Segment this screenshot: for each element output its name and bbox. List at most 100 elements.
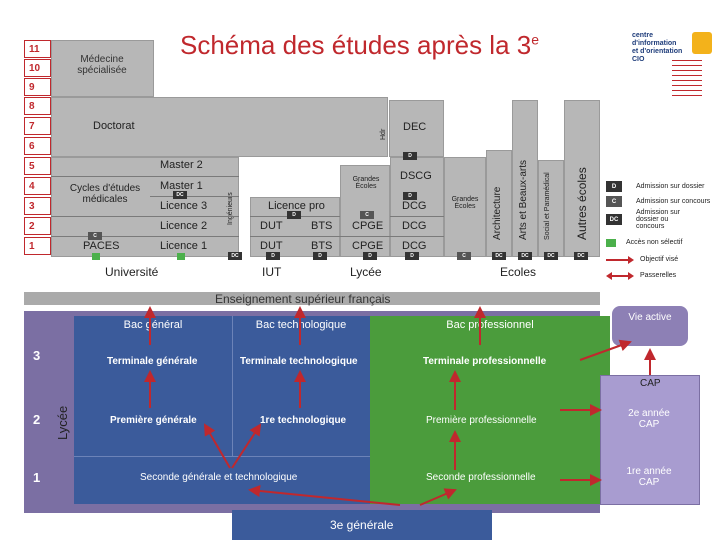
premiere-pro: Première professionnelle bbox=[426, 415, 537, 426]
dut2-label: DUT bbox=[260, 220, 283, 232]
arrow-passage bbox=[248, 485, 401, 506]
troisieme-label: 3e générale bbox=[330, 518, 394, 532]
level-2: 2 bbox=[24, 217, 51, 235]
tag-d: D bbox=[313, 252, 327, 260]
dcg1-label: DCG bbox=[402, 240, 427, 252]
level-1: 1 bbox=[24, 237, 51, 255]
tag-dc: DC bbox=[228, 252, 242, 260]
bts2-label: BTS bbox=[311, 220, 333, 232]
grandes-ecoles-2-block bbox=[444, 157, 486, 257]
bac-general-label: Bac général bbox=[123, 319, 183, 331]
dec-label: DEC bbox=[403, 121, 427, 133]
paces-label: PACES bbox=[83, 240, 120, 252]
access-marker bbox=[92, 253, 100, 260]
arrow-passage bbox=[231, 423, 262, 469]
level-4: 4 bbox=[24, 177, 51, 195]
level-5: 5 bbox=[24, 157, 51, 175]
licence3-label: Licence 3 bbox=[160, 200, 208, 212]
level-2-bottom: 2 bbox=[33, 412, 41, 427]
terminale-techno: Terminale technologique bbox=[240, 356, 358, 367]
master1-label: Master 1 bbox=[160, 180, 203, 192]
bac-pro-label: Bac professionnel bbox=[446, 319, 534, 331]
licence1-label: Licence 1 bbox=[160, 240, 208, 252]
tag-d: D bbox=[266, 252, 280, 260]
legend-item: Objectif visé bbox=[606, 254, 678, 265]
logo-text: centre d'information et d'orientation CI… bbox=[632, 32, 683, 63]
page-title: Schéma des études après la 3e bbox=[180, 30, 540, 60]
level-1-bottom: 1 bbox=[33, 470, 41, 485]
deuxieme-cap: 2e année CAP bbox=[628, 408, 670, 430]
social-block bbox=[538, 160, 564, 257]
legend-item: Passerelles bbox=[606, 270, 676, 281]
tag-c: C bbox=[457, 252, 471, 260]
dut1-label: DUT bbox=[260, 240, 283, 252]
dscg-label: DSCG bbox=[400, 170, 432, 182]
level-10: 10 bbox=[24, 59, 51, 77]
section-header-label: Enseignement supérieur français bbox=[215, 292, 391, 306]
vie-active-label: Vie active bbox=[628, 312, 672, 323]
section-header bbox=[24, 292, 600, 305]
level-8: 8 bbox=[24, 97, 51, 115]
licence-pro-label: Licence pro bbox=[268, 200, 325, 212]
dcg-mid-label: DCG bbox=[402, 220, 427, 232]
medecine-label: Médecine spécialisée bbox=[77, 54, 127, 76]
premiere-cap: 1re année CAP bbox=[626, 466, 672, 488]
grandes-ecoles-2-label: Grandes Écoles bbox=[451, 196, 479, 210]
cycles-label: Cycles d'études médicales bbox=[69, 183, 141, 205]
autres-block bbox=[564, 100, 600, 257]
level-6: 6 bbox=[24, 137, 51, 155]
tag-dc: DC bbox=[492, 252, 506, 260]
arrow-passage bbox=[419, 488, 457, 506]
arrow-passage bbox=[579, 339, 632, 361]
tag-d: D bbox=[287, 211, 301, 219]
premiere-generale: Première générale bbox=[110, 415, 197, 426]
tag-d: D bbox=[363, 252, 377, 260]
grandes-ecoles-1-label: Grandes Écoles bbox=[352, 176, 380, 190]
tag-dc: DC bbox=[574, 252, 588, 260]
doctorat-label: Doctorat bbox=[93, 120, 135, 132]
seconde-gt: Seconde générale et technologique bbox=[140, 472, 298, 483]
dscg-block bbox=[390, 157, 444, 257]
dec-block bbox=[389, 100, 444, 157]
dcg2-label: DCG bbox=[402, 200, 427, 212]
tag-c: C bbox=[88, 232, 102, 240]
master-block bbox=[51, 157, 239, 257]
legend-item: Accès non sélectif bbox=[606, 237, 682, 248]
cio-logo: centre d'information et d'orientation CI… bbox=[632, 32, 714, 102]
arrow-red-icon bbox=[606, 255, 634, 264]
ecoles-label: Ecoles bbox=[500, 265, 537, 279]
cap-column bbox=[600, 375, 700, 505]
vie-active-box bbox=[612, 306, 688, 346]
access-marker bbox=[177, 253, 185, 260]
arrow-double-red-icon bbox=[606, 271, 634, 280]
arts-block bbox=[512, 100, 538, 257]
cap-label: CAP bbox=[640, 378, 661, 389]
bts1-label: BTS bbox=[311, 240, 333, 252]
tag-d: D bbox=[403, 192, 417, 200]
tag-dc: DC bbox=[518, 252, 532, 260]
tag-dc: DC bbox=[173, 191, 187, 199]
terminale-pro: Terminale professionnelle bbox=[423, 356, 547, 367]
tag-d: D bbox=[405, 252, 419, 260]
logo-emblem bbox=[692, 32, 712, 54]
level-9: 9 bbox=[24, 78, 51, 96]
terminale-generale: Terminale générale bbox=[107, 356, 198, 367]
divider bbox=[390, 216, 444, 217]
level-3-bottom: 3 bbox=[33, 348, 41, 363]
seconde-gt-row bbox=[74, 456, 370, 504]
cpge1-label: CPGE bbox=[352, 240, 384, 252]
divider bbox=[51, 216, 239, 217]
level-3: 3 bbox=[24, 197, 51, 215]
architecture-block bbox=[486, 150, 512, 257]
divider bbox=[340, 236, 390, 237]
divider bbox=[250, 236, 340, 237]
iut-label: IUT bbox=[262, 265, 282, 279]
divider bbox=[390, 236, 444, 237]
lycee-side bbox=[52, 311, 74, 513]
universite-label: Université bbox=[105, 265, 159, 279]
lycee-top-label: Lycée bbox=[350, 265, 382, 279]
divider bbox=[51, 236, 239, 237]
